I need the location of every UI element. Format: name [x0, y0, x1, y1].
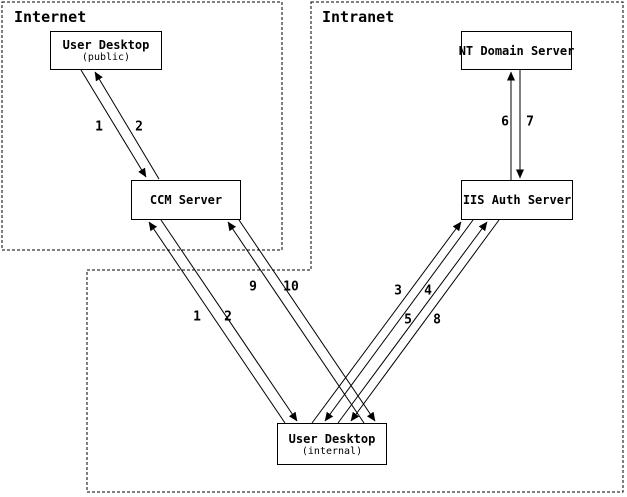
- node-title: User Desktop: [62, 38, 150, 52]
- flow-arrow-1-public-to-ccm: [80, 69, 147, 178]
- node-title: User Desktop: [288, 431, 376, 446]
- flow-label-10: 10: [283, 279, 299, 295]
- flow-label-5: 5: [404, 312, 412, 328]
- flow-arrow-5-internal-to-iis: [337, 221, 488, 424]
- flow-label-4: 4: [424, 283, 432, 299]
- flow-label-6: 6: [501, 114, 509, 130]
- flow-label-1-public: 1: [95, 119, 103, 135]
- flow-label-2-public: 2: [135, 119, 143, 135]
- node-subtitle: (internal): [301, 445, 363, 457]
- flow-arrow-2-ccm-to-internal: [160, 219, 298, 422]
- internet-zone-border: [1, 1, 283, 251]
- node-title: IIS Auth Server: [462, 193, 572, 207]
- flow-label-8: 8: [433, 312, 441, 328]
- flow-label-9: 9: [249, 279, 257, 295]
- flow-arrow-1-internal-to-ccm: [148, 221, 286, 424]
- flow-arrow-4-iis-to-internal: [324, 219, 474, 422]
- node-user-desktop-public: User Desktop (public): [50, 31, 162, 70]
- zone-label-internet: Internet: [14, 8, 87, 26]
- node-user-desktop-internal: User Desktop (internal): [277, 423, 387, 465]
- zone-label-intranet: Intranet: [322, 8, 395, 26]
- flow-label-2-internal: 2: [224, 309, 232, 325]
- flow-arrow-9-internal-to-ccm: [227, 221, 365, 424]
- node-nt-domain-server: NT Domain Server: [458, 31, 575, 70]
- intranet-zone-border: [86, 1, 624, 493]
- node-title: NT Domain Server: [458, 43, 575, 58]
- flow-arrow-10-ccm-to-internal: [238, 219, 376, 422]
- flow-label-1-internal: 1: [193, 309, 201, 325]
- node-title: CCM Server: [149, 193, 223, 207]
- flow-arrow-2-ccm-to-public: [94, 71, 160, 180]
- flow-label-7: 7: [526, 114, 534, 130]
- node-iis-auth-server: IIS Auth Server: [461, 180, 573, 220]
- flow-arrow-3-internal-to-iis: [311, 221, 462, 424]
- node-ccm-server: CCM Server: [131, 180, 241, 220]
- node-subtitle: (public): [81, 52, 131, 63]
- flow-arrow-8-iis-to-internal: [350, 219, 500, 422]
- flow-label-3: 3: [394, 283, 402, 299]
